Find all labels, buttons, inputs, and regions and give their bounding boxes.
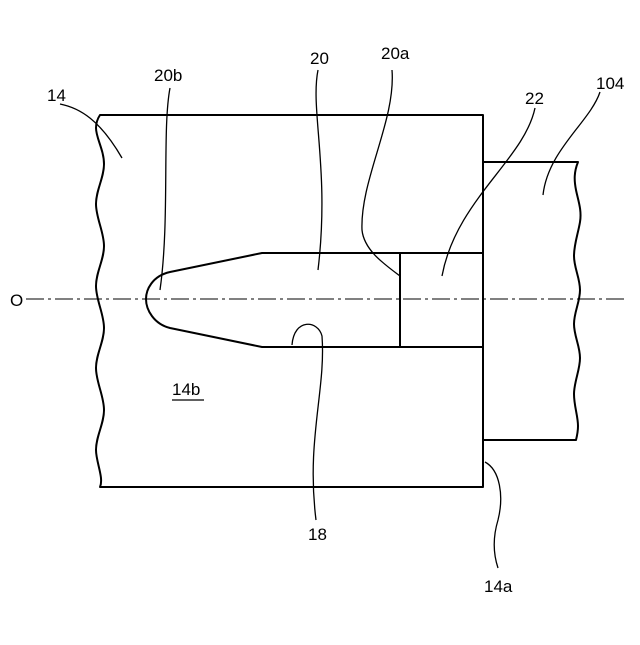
leader-14a bbox=[485, 462, 501, 568]
ref-label-20b: 20b bbox=[154, 66, 182, 85]
ref-label-14b: 14b bbox=[172, 380, 200, 399]
axis-label-o: O bbox=[10, 291, 23, 310]
leader-22 bbox=[442, 108, 535, 276]
ref-label-20: 20 bbox=[310, 49, 329, 68]
ref-label-14: 14 bbox=[47, 86, 66, 105]
ref-label-18: 18 bbox=[308, 525, 327, 544]
ref-label-104: 104 bbox=[596, 74, 624, 93]
member-14-body bbox=[96, 115, 483, 487]
leader-14 bbox=[60, 104, 122, 158]
leader-104 bbox=[543, 92, 600, 195]
hole-18-outline bbox=[146, 253, 483, 347]
ref-label-14a: 14a bbox=[484, 577, 513, 596]
ref-label-20a: 20a bbox=[381, 44, 410, 63]
leader-20 bbox=[316, 70, 322, 270]
member-104-body bbox=[483, 162, 581, 440]
leader-20a bbox=[362, 70, 400, 276]
ref-label-22: 22 bbox=[525, 89, 544, 108]
leader-20b bbox=[160, 88, 170, 290]
leader-18 bbox=[292, 324, 323, 520]
